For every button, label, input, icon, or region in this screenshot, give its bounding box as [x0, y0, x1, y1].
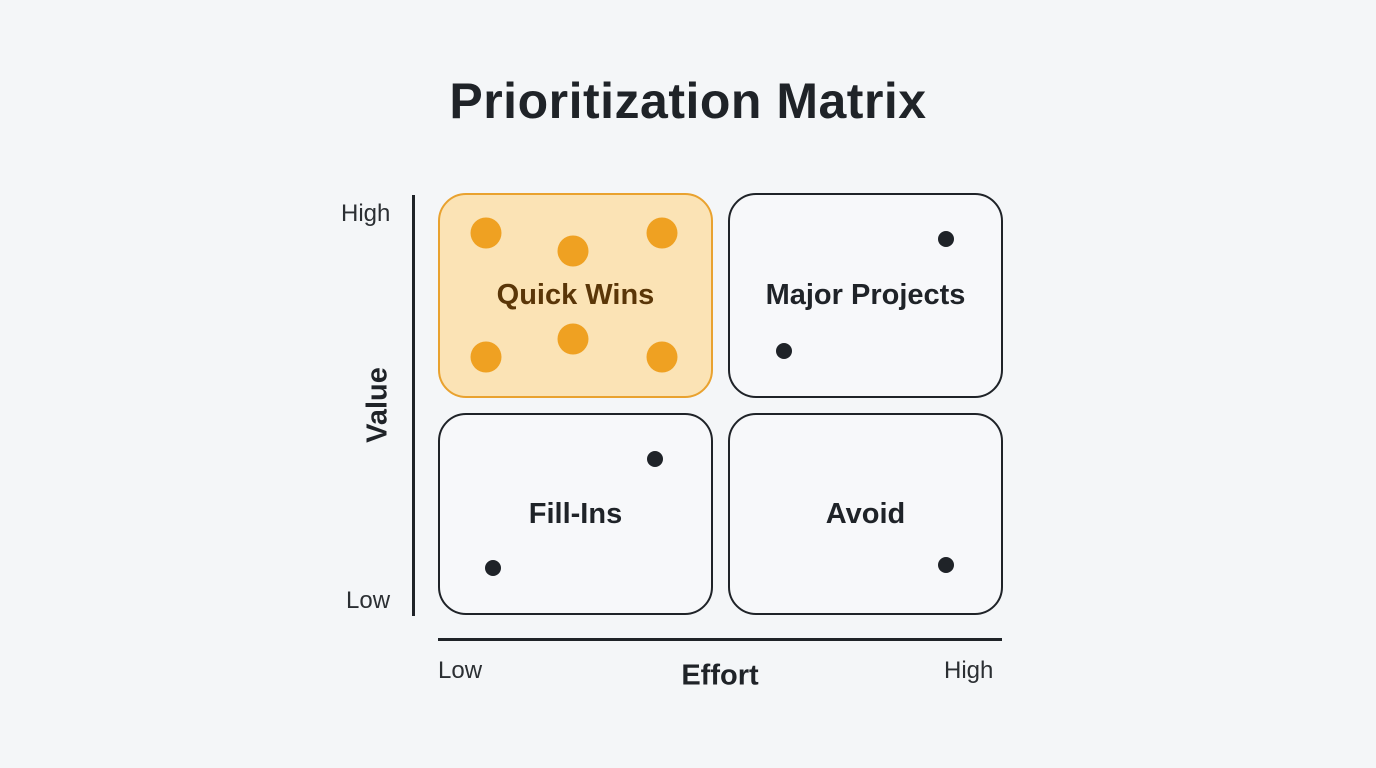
quadrant-fill-ins: Fill-Ins: [438, 413, 713, 615]
item-dot: [938, 231, 954, 247]
page-title: Prioritization Matrix: [449, 73, 927, 129]
item-dot: [470, 217, 502, 249]
item-dot: [646, 217, 678, 249]
item-dot: [776, 343, 792, 359]
quadrant-label: Major Projects: [765, 279, 966, 311]
y-axis-line: [412, 195, 415, 616]
y-axis-label: Value: [361, 367, 394, 443]
item-dot: [557, 235, 589, 267]
y-axis-high-label: High: [341, 200, 391, 227]
quadrant-label: Fill-Ins: [528, 497, 623, 530]
quadrant-label: Avoid: [825, 497, 906, 530]
y-axis-low-label: Low: [346, 587, 391, 614]
item-dot: [938, 557, 954, 573]
x-axis-low-label: Low: [438, 657, 483, 684]
item-dot: [647, 451, 663, 467]
item-dot: [470, 341, 502, 373]
item-dot: [646, 341, 678, 373]
quadrant-label: Quick Wins: [496, 279, 655, 311]
quadrant-avoid: Avoid: [728, 413, 1003, 615]
x-axis-label: Effort: [681, 659, 759, 692]
item-dot: [485, 560, 501, 576]
quadrant-major-projects: Major Projects: [728, 193, 1003, 398]
x-axis-high-label: High: [944, 657, 994, 684]
x-axis-line: [438, 638, 1002, 641]
item-dot: [557, 323, 589, 355]
